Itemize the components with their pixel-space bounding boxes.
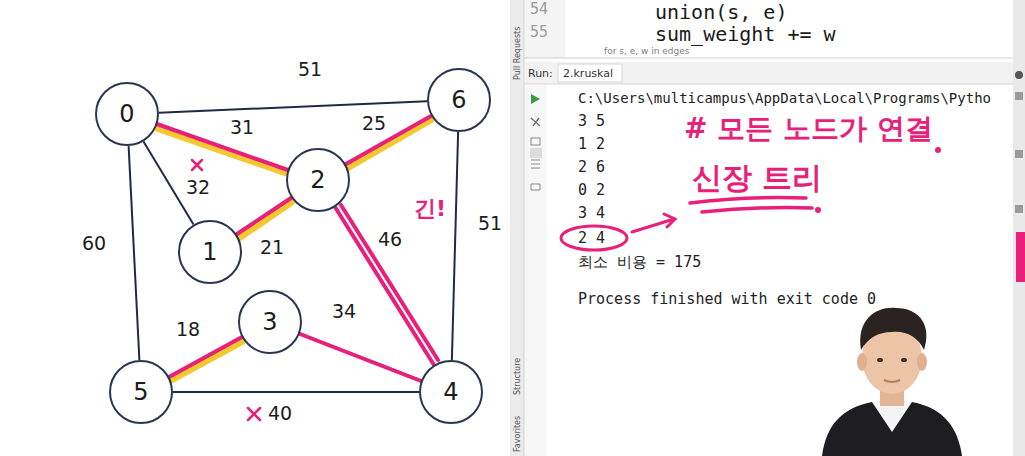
graph-edge [300, 334, 421, 381]
handwritten-note: 긴! [414, 196, 446, 222]
graph-edge [452, 132, 458, 360]
side-tab: Structure [513, 358, 523, 395]
console-output: 3 4 [578, 204, 605, 222]
console-output: 최소 비용 = 175 [578, 253, 701, 271]
panel-label: Run: [528, 67, 553, 80]
edge-weight: 34 [330, 300, 358, 322]
edge-weight: 51 [476, 212, 504, 234]
graph-node: 0 [95, 82, 159, 146]
edge-weight: 21 [258, 236, 286, 258]
node-number: 6 [451, 86, 466, 114]
node-circle [420, 361, 482, 423]
run-toolbar [525, 62, 1013, 84]
node-number: 0 [119, 100, 134, 128]
node-number: 3 [262, 308, 277, 336]
right-strip [1013, 0, 1025, 456]
handwritten-note: # 모든 노드가 연결 [684, 112, 933, 146]
console-output: 1 2 [578, 135, 605, 153]
node-number: 1 [202, 238, 217, 266]
edge-weight: 31 [228, 116, 256, 138]
edge-weight: 40 [266, 402, 294, 424]
cross-mark [192, 160, 260, 420]
editor-gutter [525, 0, 565, 58]
graph-edge [237, 198, 292, 235]
node-number: 5 [133, 378, 148, 406]
node-number: 4 [443, 378, 458, 406]
edge-weight: 46 [376, 228, 404, 250]
edge-weight: 51 [296, 58, 324, 80]
ide-panel [510, 0, 1025, 456]
node-circle [110, 361, 172, 423]
graph-edge [129, 146, 140, 360]
tool-strip [510, 0, 524, 456]
graph-edge [159, 101, 427, 112]
console-output: 3 5 [578, 112, 605, 130]
edge-weight: 25 [360, 112, 388, 134]
graph-node: 1 [178, 220, 242, 284]
graph-node: 5 [109, 360, 173, 424]
console-output: C:\Users\multicampus\AppData\Local\Progr… [578, 90, 991, 107]
code-line: sum_weight += w [655, 22, 836, 46]
console-output: Process finished with exit code 0 [578, 290, 876, 308]
presenter [822, 308, 962, 456]
console-icons [530, 94, 542, 190]
strip-border [524, 0, 525, 456]
node-circle [179, 221, 241, 283]
node-circle [287, 149, 349, 211]
graph-node: 3 [238, 290, 302, 354]
graph-edge [157, 124, 288, 169]
console-output: 0 2 [578, 181, 605, 199]
edge-weight: 60 [80, 232, 108, 254]
edge-weight: 32 [184, 176, 212, 198]
side-tab: Pull Requests [513, 27, 523, 80]
console-output: 2 4 [578, 229, 605, 247]
whiteboard [0, 0, 510, 456]
node-circle [239, 291, 301, 353]
side-tab: Favorites [513, 416, 523, 452]
line-number: 54 [530, 0, 548, 18]
graph-edge [335, 207, 434, 365]
line-number: 55 [530, 23, 548, 41]
console-icon-column [525, 85, 547, 456]
node-circle [428, 69, 490, 131]
pen-highlight [157, 116, 438, 381]
graph-edge [169, 337, 242, 376]
marker-highlight [158, 119, 431, 380]
editor-border [524, 58, 1013, 59]
graph-node: 6 [427, 68, 491, 132]
console-output: 2 6 [578, 158, 605, 176]
code-line: union(s, e) [655, 0, 787, 24]
graph-node: 4 [419, 360, 483, 424]
node-circle [96, 83, 158, 145]
pen-annotations [561, 148, 940, 250]
graph-node: 2 [286, 148, 350, 212]
toolbar-border [524, 84, 1013, 85]
graph-edge [346, 116, 431, 164]
node-number: 2 [310, 166, 325, 194]
run-tab-bg [558, 64, 622, 82]
graph-edge [173, 391, 419, 393]
run-tab: 2.kruskal [563, 67, 613, 80]
handwritten-note: 신장 트리 [692, 160, 822, 196]
right-strip-marks [1015, 71, 1025, 282]
edge-weight: 18 [174, 318, 202, 340]
code-hint: for s, e, w in edges [604, 46, 689, 57]
